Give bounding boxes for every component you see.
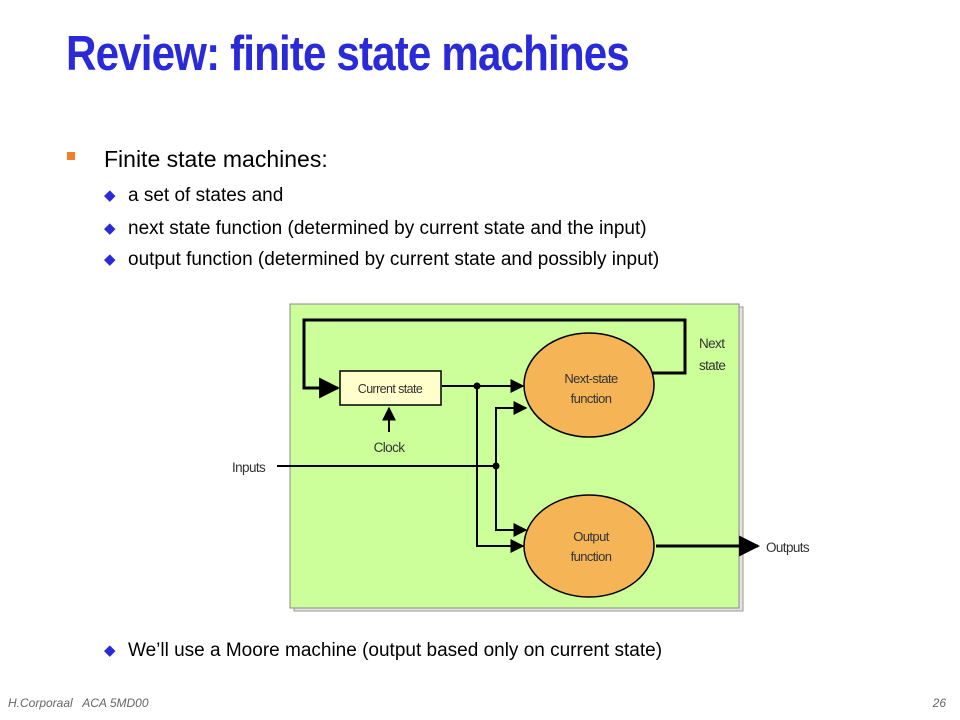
next-state-function-label: function <box>571 391 612 406</box>
diamond-bullet-icon: ◆ <box>104 187 116 204</box>
output-function <box>523 494 655 598</box>
output-function-label: Output <box>573 529 609 544</box>
next-state-label: Next <box>699 336 725 351</box>
diamond-bullet-icon: ◆ <box>104 642 116 659</box>
diagram-panel <box>289 303 740 609</box>
diamond-bullet-icon: ◆ <box>104 251 116 268</box>
state-to-output-wire <box>476 386 525 553</box>
next-state-function <box>523 332 655 438</box>
output-function-label: function <box>571 549 612 564</box>
sub-bullet: ◆ output function (determined by current … <box>104 249 659 271</box>
final-sub-bullet: ◆ We’ll use a Moore machine (output based… <box>104 640 662 662</box>
diamond-bullet-icon: ◆ <box>104 220 116 237</box>
square-bullet-icon <box>67 152 75 160</box>
footer-author: H.Corporaal ACA 5MD00 <box>8 696 149 710</box>
current-state-box <box>339 370 442 406</box>
current-state-label: Current state <box>358 382 423 396</box>
sub-bullet-text: next state function (determined by curre… <box>128 218 647 239</box>
slide-title: Review: finite state machines <box>66 27 630 81</box>
page-number: 26 <box>932 696 946 710</box>
sub-bullet: ◆ next state function (determined by curr… <box>104 218 647 240</box>
next-state-label: state <box>699 358 725 373</box>
outputs-label: Outputs <box>766 540 810 555</box>
bullet-text: Finite state machines: <box>104 146 328 172</box>
sub-bullet: ◆ a set of states and <box>104 185 283 207</box>
sub-bullet-text: a set of states and <box>128 185 284 206</box>
clock-label: Clock <box>374 440 406 455</box>
sub-bullet-text: output function (determined by current s… <box>128 249 660 270</box>
next-state-function-label: Next-state <box>564 371 618 386</box>
input-to-output-wire <box>495 466 528 537</box>
next-state-wire <box>302 318 687 399</box>
inputs-label: Inputs <box>232 460 266 475</box>
sub-bullet-text: We’ll use a Moore machine (output based … <box>128 640 663 661</box>
input-to-next-wire <box>495 401 528 466</box>
